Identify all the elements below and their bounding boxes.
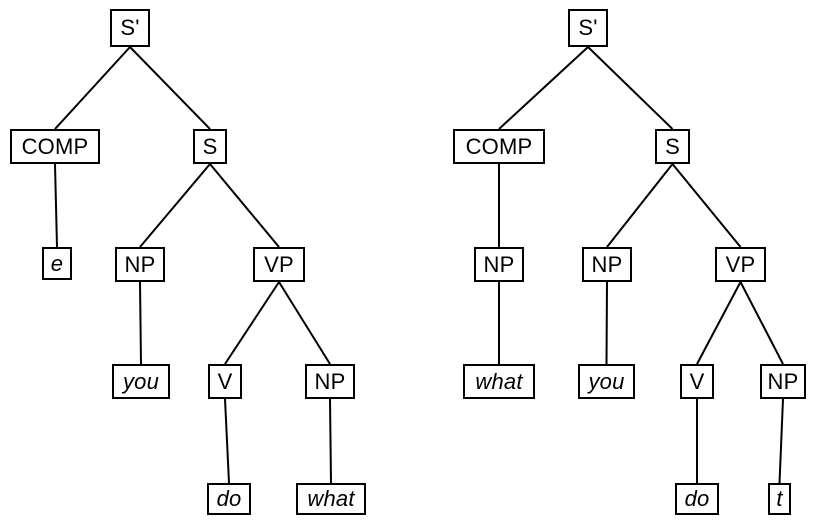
tree-node-comp: COMP bbox=[10, 129, 100, 164]
edge-L-VP-to-L-NP2 bbox=[278, 281, 331, 365]
edge-R-Sbar-to-R-COMP bbox=[498, 46, 589, 130]
tree-node-v: V bbox=[680, 364, 714, 399]
edge-L-S-to-L-VP bbox=[209, 163, 280, 248]
tree-node-sbar: S' bbox=[110, 9, 150, 47]
edge-R-S-to-R-VP bbox=[671, 163, 742, 248]
tree-node-e: e bbox=[42, 247, 72, 280]
tree-node-np: NP bbox=[115, 247, 165, 282]
edge-L-V-to-L-do bbox=[224, 398, 230, 484]
edge-L-Sbar-to-L-S bbox=[129, 46, 211, 130]
edge-L-Sbar-to-L-COMP bbox=[54, 46, 131, 130]
tree-node-you: you bbox=[112, 364, 170, 399]
edge-L-NP2-to-L-what bbox=[329, 398, 332, 484]
edge-L-S-to-L-NP1 bbox=[139, 163, 211, 248]
tree-node-t: t bbox=[768, 483, 791, 515]
tree-node-np: NP bbox=[305, 364, 355, 399]
tree-node-v: V bbox=[208, 364, 242, 399]
edge-L-NP1-to-L-you bbox=[139, 281, 142, 365]
edge-R-NP1-to-R-you bbox=[605, 281, 608, 365]
tree-node-what: what bbox=[296, 483, 366, 515]
edge-L-VP-to-L-V bbox=[224, 281, 280, 365]
tree-node-s: S bbox=[655, 129, 690, 164]
tree-node-do: do bbox=[675, 483, 719, 515]
tree-node-np: NP bbox=[760, 364, 806, 399]
tree-node-do: do bbox=[207, 483, 251, 515]
tree-node-comp: COMP bbox=[453, 129, 545, 164]
edge-R-VP-to-R-NP2 bbox=[739, 281, 784, 365]
edge-R-VP-to-R-V bbox=[696, 281, 742, 365]
tree-node-you: you bbox=[578, 364, 635, 399]
tree-node-np: NP bbox=[474, 247, 524, 282]
edge-R-S-to-R-NP1 bbox=[606, 163, 674, 248]
tree-node-s: S bbox=[193, 129, 227, 164]
tree-node-np: NP bbox=[582, 247, 632, 282]
tree-node-vp: VP bbox=[253, 247, 305, 282]
tree-node-vp: VP bbox=[715, 247, 766, 282]
tree-node-what: what bbox=[463, 364, 535, 399]
edge-R-NP2-to-R-t bbox=[778, 398, 784, 484]
edge-L-COMP-to-L-e bbox=[54, 163, 58, 248]
tree-node-sbar: S' bbox=[568, 9, 608, 47]
edge-R-Sbar-to-R-S bbox=[587, 46, 674, 130]
